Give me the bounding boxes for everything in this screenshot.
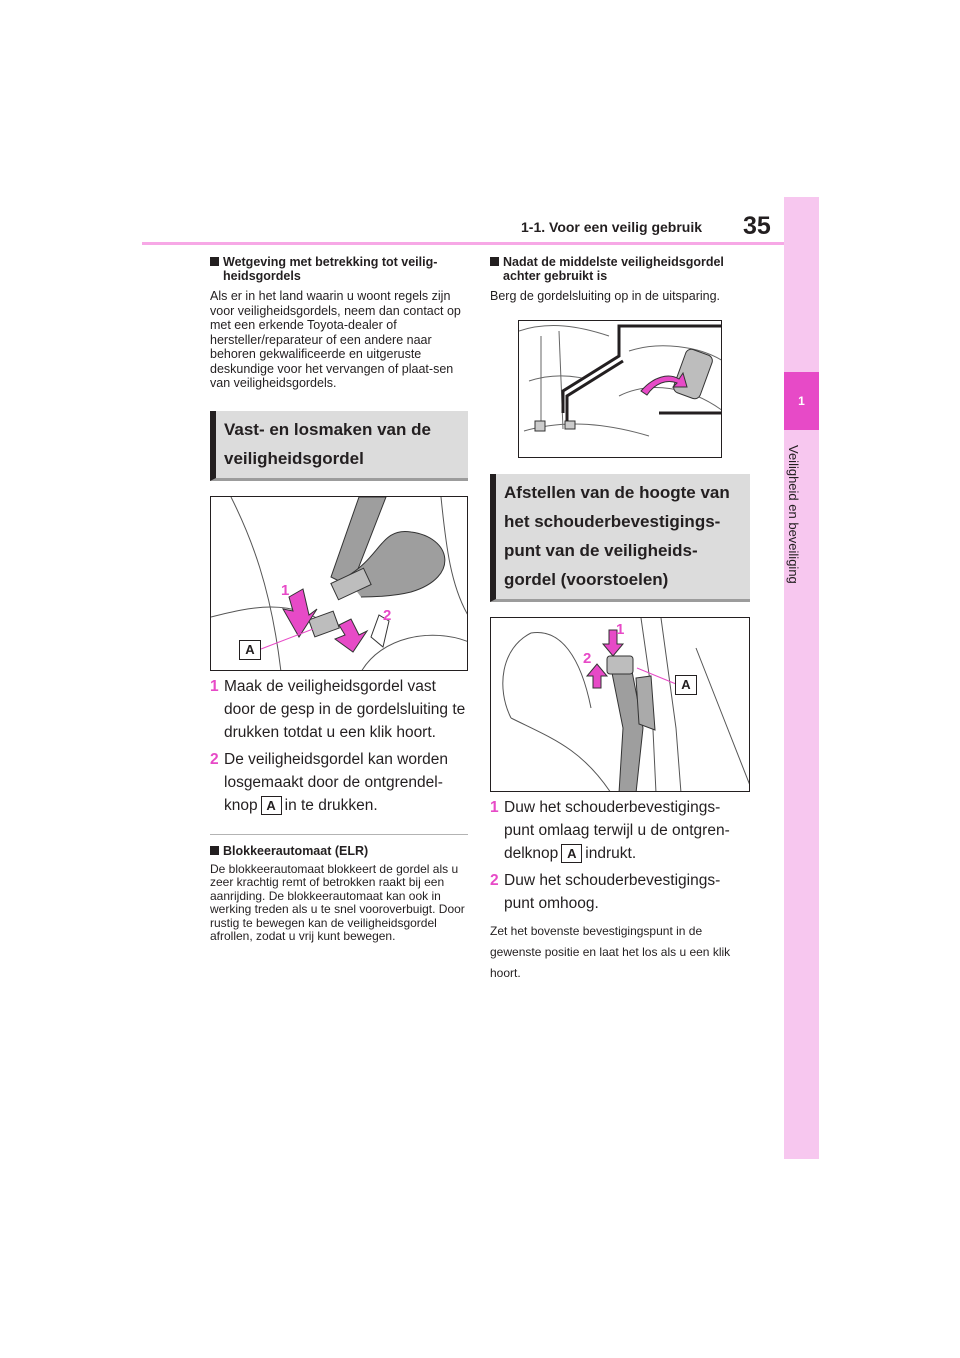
step-1-text-before: Duw het schouderbevestigings-punt omlaag… [504,798,730,862]
step-1-number: 1 [490,798,499,816]
left-column: Wetgeving met betrekking tot veilig-heid… [210,255,468,944]
adjust-steps: 1 Duw het schouderbevestigings-punt omla… [490,796,750,915]
square-bullet-icon [210,257,219,266]
elr-heading: Blokkeerautomaat (ELR) [210,844,468,858]
page-number: 35 [743,212,771,240]
elr-heading-text: Blokkeerautomaat (ELR) [223,843,369,858]
step-2-number: 2 [210,750,219,768]
step-1: 1 Maak de veiligheidsgordel vast door de… [210,675,468,744]
elr-text: De blokkeerautomaat blokkeert de gordel … [210,861,465,943]
figure-label-a: A [675,674,697,695]
shoulder-anchor-drawing [502,617,749,791]
buckle-illustration: 1 2 A [210,495,468,671]
figure-label-2: 2 [583,649,592,667]
figure-label-a: A [239,639,261,660]
step-1-text: Maak de veiligheidsgordel vast door de g… [224,677,466,741]
step-2-text-after: in te drukken. [284,796,378,814]
step-2: 2 De veiligheidsgordel kan worden losgem… [210,748,468,817]
section-fasten-heading: Vast- en losmaken van de veiligheidsgord… [210,410,468,481]
step-2-number: 2 [490,871,499,889]
step-1-text-after: indrukt. [585,844,637,862]
right-column: Nadat de middelste veiligheidsgordel ach… [490,255,750,984]
adjust-note: Zet het bovenste bevestigingspunt in de … [490,923,731,980]
figure-label-1: 1 [281,581,290,599]
section-adjust-heading: Afstellen van de hoogte van het schouder… [490,473,750,602]
header-rule [142,242,784,245]
shoulder-anchor-illustration: 1 2 A [490,616,750,792]
legislation-heading-text: Wetgeving met betrekking tot veilig-heid… [223,255,438,283]
release-button-badge: A [561,843,583,863]
release-button-badge: A [260,795,282,815]
center-belt-text: Berg de gordelsluiting op in de uitspari… [490,289,721,303]
square-bullet-icon [210,845,219,855]
step-2-text-before: De veiligheidsgordel kan worden losgemaa… [224,750,449,814]
center-belt-heading: Nadat de middelste veiligheidsgordel ach… [490,255,750,283]
side-tab [784,197,819,1159]
legislation-heading: Wetgeving met betrekking tot veilig-heid… [210,255,468,283]
step-2-text: De veiligheidsgordel kan worden losgemaa… [224,748,468,817]
chapter-number-tab[interactable]: 1 [784,372,819,430]
step-2-text: Duw het schouderbevestigings-punt omhoog… [504,871,721,912]
chapter-label: Veiligheid en beveiliging [786,445,801,584]
section-title: 1-1. Voor een veilig gebruik [521,219,703,235]
buckle-drawing [211,496,467,670]
step-2: 2 Duw het schouderbevestigings-punt omho… [490,869,750,915]
center-belt-heading-text: Nadat de middelste veiligheidsgordel ach… [503,255,724,283]
divider [210,833,468,835]
step-1-text: Duw het schouderbevestigings-punt omlaag… [504,796,750,865]
rear-seat-drawing [519,324,721,436]
fasten-steps: 1 Maak de veiligheidsgordel vast door de… [210,675,468,817]
figure-label-2: 2 [383,606,392,624]
step-1: 1 Duw het schouderbevestigings-punt omla… [490,796,750,865]
figure-label-1: 1 [616,620,625,638]
legislation-text: Als er in het land waarin u woont regels… [210,289,461,390]
center-belt-illustration [518,319,722,458]
step-1-number: 1 [210,677,219,695]
square-bullet-icon [490,257,499,266]
